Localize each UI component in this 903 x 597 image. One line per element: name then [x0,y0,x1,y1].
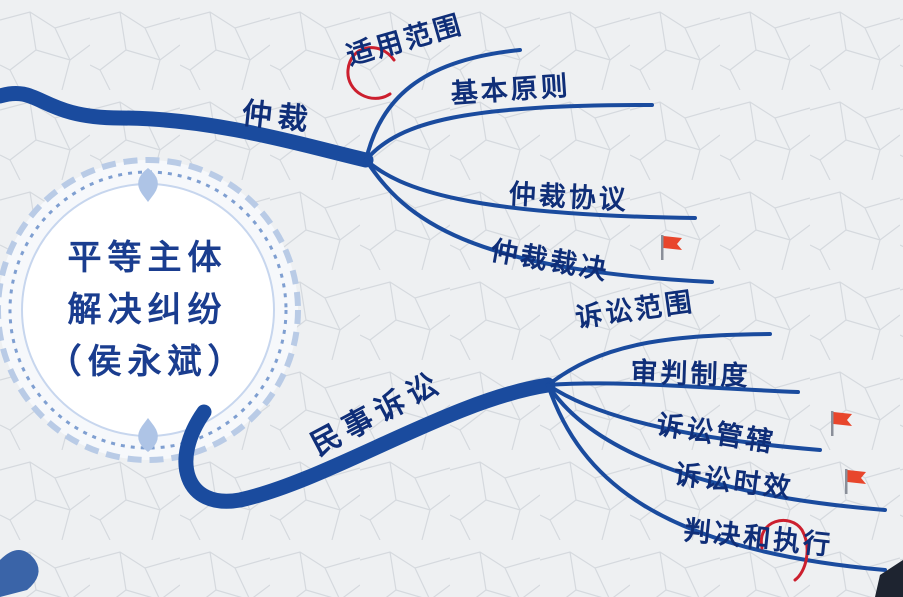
branch-line-basic-principles [364,103,654,162]
branch-line-trial-system [546,381,800,394]
center-title: 平等主体 解决纠纷 （侯永斌） [40,232,255,388]
branch-line-statute-of-limitations [546,383,887,512]
branch-line-arbitration [0,85,374,168]
leaf-arbitration-agreement: 仲裁协议 [508,179,630,217]
branch-line-arbitration-agreement [364,158,697,220]
decorative-flourish [0,550,39,597]
flag-icon-litigation-jurisdiction [831,411,852,436]
branch-line-litigation-scope [546,332,772,387]
branch-line-arbitration-award [364,158,714,284]
leaf-trial-system: 审判制度 [630,357,752,393]
center-line-3: （侯永斌） [47,342,248,382]
leaf-basic-principles: 基本原则 [449,70,572,111]
branch-line-scope-of-application [364,48,522,162]
annotation-circle-1 [346,46,396,100]
flag-icon-arbitration-award [661,235,682,260]
corner-shadow [875,560,903,597]
annotation-circle-2 [759,518,809,582]
flag-icon-statute-of-limitations [845,469,866,494]
branch-line-civil-litigation [178,377,556,509]
center-line-1: 平等主体 [67,238,228,278]
branch-line-litigation-jurisdiction [546,383,822,452]
center-line-2: 解决纠纷 [67,290,228,330]
center-medallion [0,157,301,463]
branch-line-judgment-enforcement [546,383,887,572]
branch-label-arbitration: 仲裁 [240,96,316,139]
